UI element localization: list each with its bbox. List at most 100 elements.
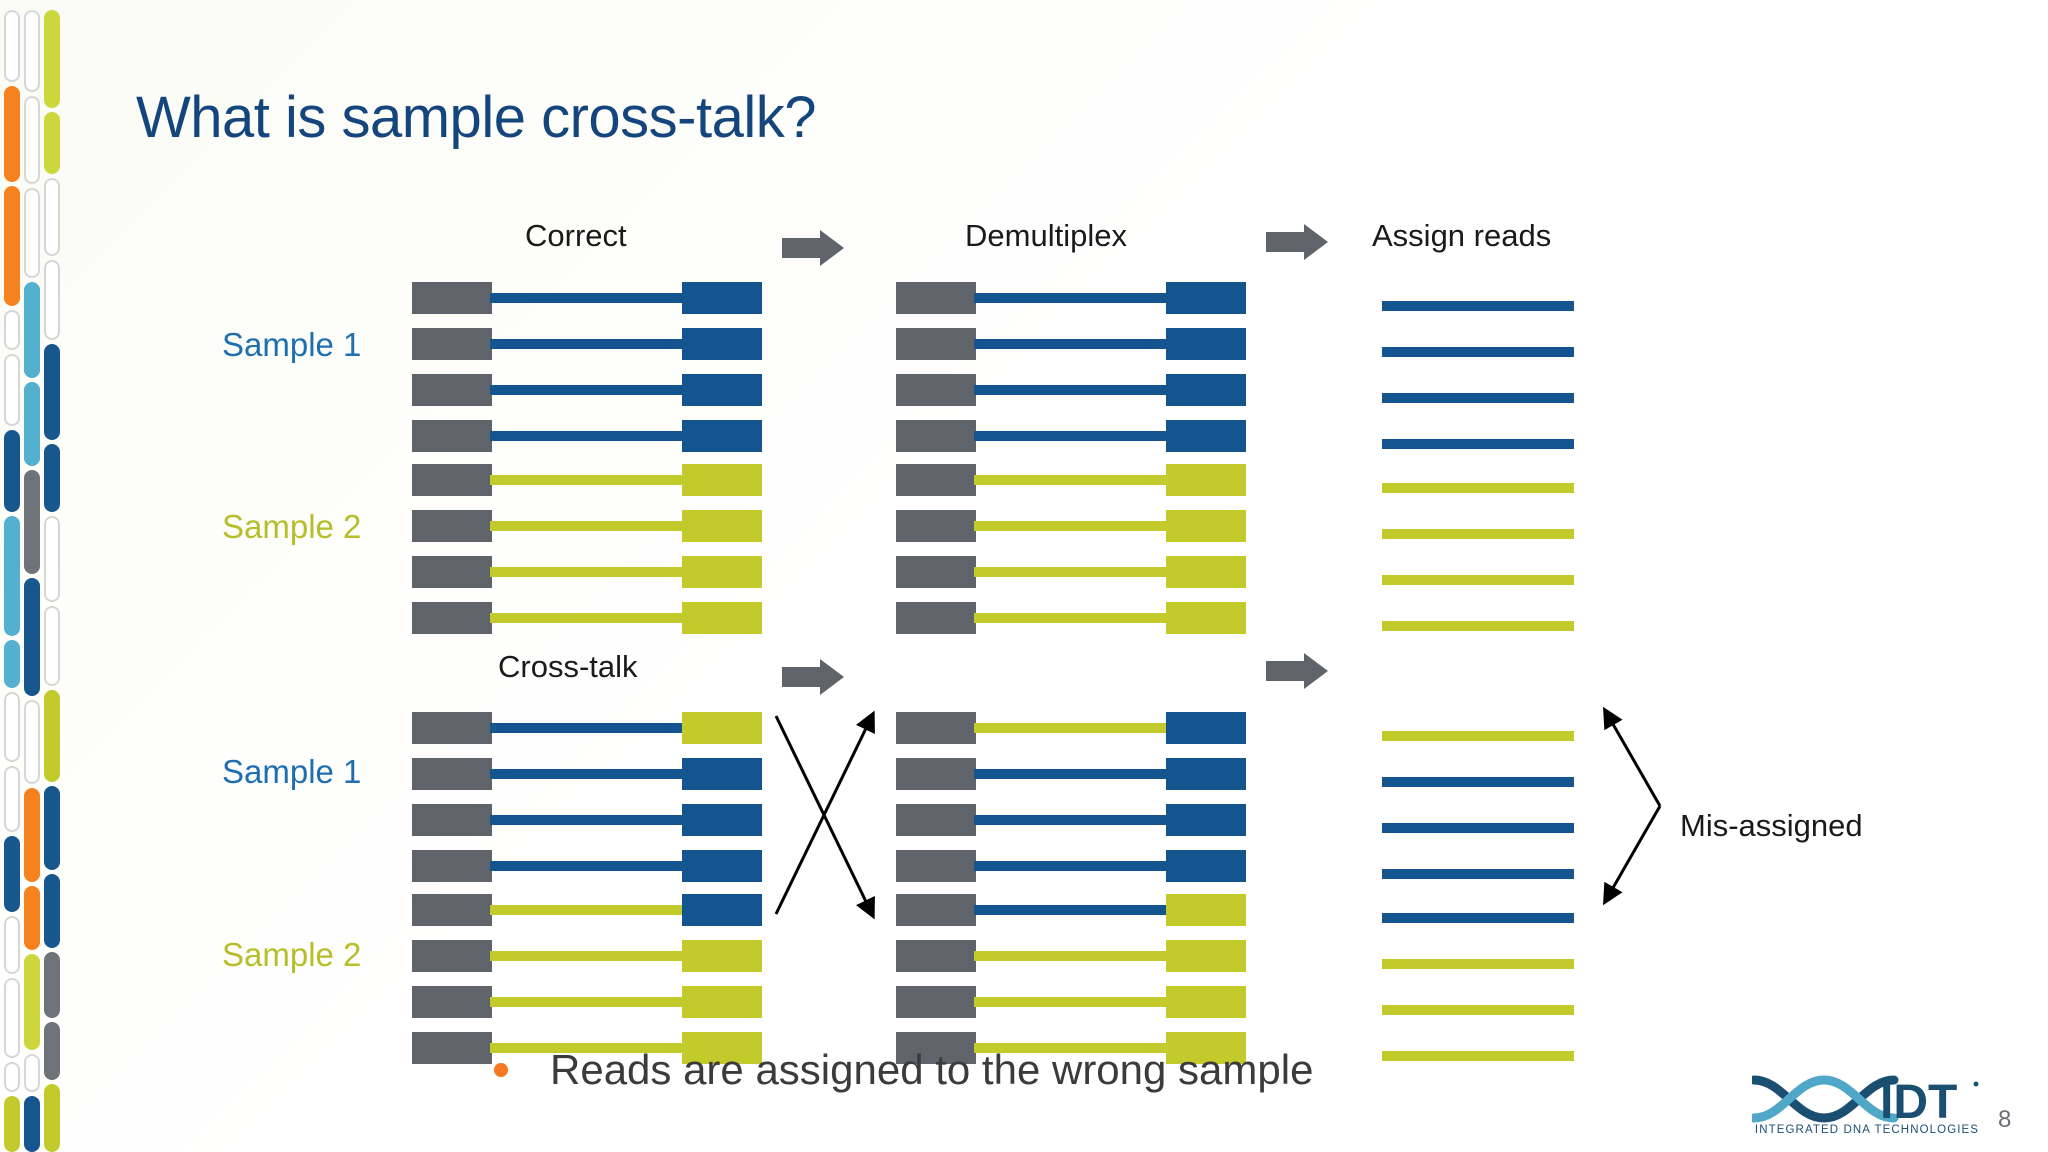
read-construct	[896, 510, 1246, 542]
read-linker	[974, 293, 1168, 303]
read-linker	[974, 769, 1168, 779]
chromosome-band	[24, 1054, 40, 1092]
assigned-read-line	[1382, 564, 1574, 596]
read-linker	[974, 997, 1168, 1007]
chromosome-band	[24, 96, 40, 184]
adapter-right	[682, 804, 762, 836]
label-sample2-correct: Sample 2	[222, 508, 362, 545]
adapter-right	[1166, 804, 1246, 836]
adapter-right	[1166, 758, 1246, 790]
read-construct	[412, 1032, 762, 1064]
header-cross-talk: Cross-talk	[498, 649, 638, 684]
adapter-right	[1166, 374, 1246, 406]
read-construct	[896, 986, 1246, 1018]
read-linker	[490, 475, 684, 485]
bullet-row: Reads are assigned to the wrong sample	[494, 1046, 1313, 1094]
reads-correct-sample1	[412, 282, 762, 466]
adapter-left	[412, 464, 492, 496]
read-linker	[490, 613, 684, 623]
adapter-right	[1166, 712, 1246, 744]
adapter-right	[1166, 328, 1246, 360]
adapter-left	[412, 940, 492, 972]
chromosome-band	[44, 690, 60, 782]
decorative-chromosome-strip	[0, 0, 60, 1152]
assigned-reads-sample2	[1382, 472, 1574, 656]
label-mis-assigned: Mis-assigned	[1680, 808, 1863, 843]
read-construct	[412, 510, 762, 542]
assigned-reads-crosstalk-sample1	[1382, 720, 1574, 904]
read-construct	[896, 556, 1246, 588]
chromosome-band	[24, 382, 40, 466]
arrow-shaft	[1266, 232, 1306, 252]
reads-demultiplex-sample2	[896, 464, 1246, 648]
adapter-left	[412, 602, 492, 634]
read-line-bar	[1382, 301, 1574, 311]
read-line-bar	[1382, 777, 1574, 787]
adapter-left	[896, 374, 976, 406]
deco-column-2	[24, 0, 40, 1152]
crossing-arrows-icon	[774, 710, 875, 920]
read-construct	[896, 850, 1246, 882]
adapter-left	[896, 328, 976, 360]
read-construct	[412, 986, 762, 1018]
chromosome-band	[24, 886, 40, 950]
arrow-head	[1304, 224, 1328, 260]
adapter-right	[1166, 556, 1246, 588]
read-construct	[412, 556, 762, 588]
read-linker	[974, 723, 1168, 733]
assigned-read-line	[1382, 610, 1574, 642]
read-line-bar	[1382, 1051, 1574, 1061]
assigned-read-line	[1382, 1040, 1574, 1072]
read-construct	[896, 758, 1246, 790]
adapter-right	[1166, 510, 1246, 542]
read-construct	[896, 464, 1246, 496]
adapter-left	[412, 328, 492, 360]
adapter-right	[682, 758, 762, 790]
arrow-head	[820, 659, 844, 695]
adapter-right	[682, 1032, 762, 1064]
adapter-left	[412, 712, 492, 744]
read-line-bar	[1382, 1005, 1574, 1015]
assigned-read-line	[1382, 720, 1574, 752]
chromosome-band	[24, 700, 40, 784]
adapter-left	[412, 894, 492, 926]
adapter-right	[682, 712, 762, 744]
read-linker	[974, 431, 1168, 441]
adapter-right	[1166, 850, 1246, 882]
adapter-left	[896, 850, 976, 882]
assigned-read-line	[1382, 902, 1574, 934]
adapter-right	[1166, 894, 1246, 926]
read-construct	[896, 712, 1246, 744]
read-line-bar	[1382, 347, 1574, 357]
adapter-right	[1166, 986, 1246, 1018]
deco-column-3	[44, 0, 60, 1152]
read-construct	[896, 602, 1246, 634]
read-line-bar	[1382, 529, 1574, 539]
read-construct	[412, 328, 762, 360]
mis-assigned-bracket-icon	[1603, 706, 1662, 906]
read-construct	[896, 1032, 1246, 1064]
chromosome-band	[24, 470, 40, 574]
read-linker	[490, 815, 684, 825]
chromosome-band	[4, 186, 20, 306]
label-sample1-correct: Sample 1	[222, 326, 362, 363]
adapter-left	[896, 464, 976, 496]
chromosome-band	[44, 1084, 60, 1152]
chromosome-band	[44, 606, 60, 686]
adapter-right	[682, 510, 762, 542]
read-construct	[412, 282, 762, 314]
adapter-left	[896, 894, 976, 926]
adapter-left	[896, 510, 976, 542]
svg-text:IDT: IDT	[1880, 1076, 1957, 1129]
adapter-right	[682, 556, 762, 588]
read-linker	[974, 613, 1168, 623]
assigned-read-line	[1382, 858, 1574, 890]
chromosome-band	[4, 1062, 20, 1092]
adapter-right	[682, 374, 762, 406]
adapter-right	[682, 328, 762, 360]
adapter-left	[412, 850, 492, 882]
chromosome-band	[4, 354, 20, 426]
read-linker	[490, 951, 684, 961]
adapter-left	[896, 940, 976, 972]
assigned-read-line	[1382, 812, 1574, 844]
